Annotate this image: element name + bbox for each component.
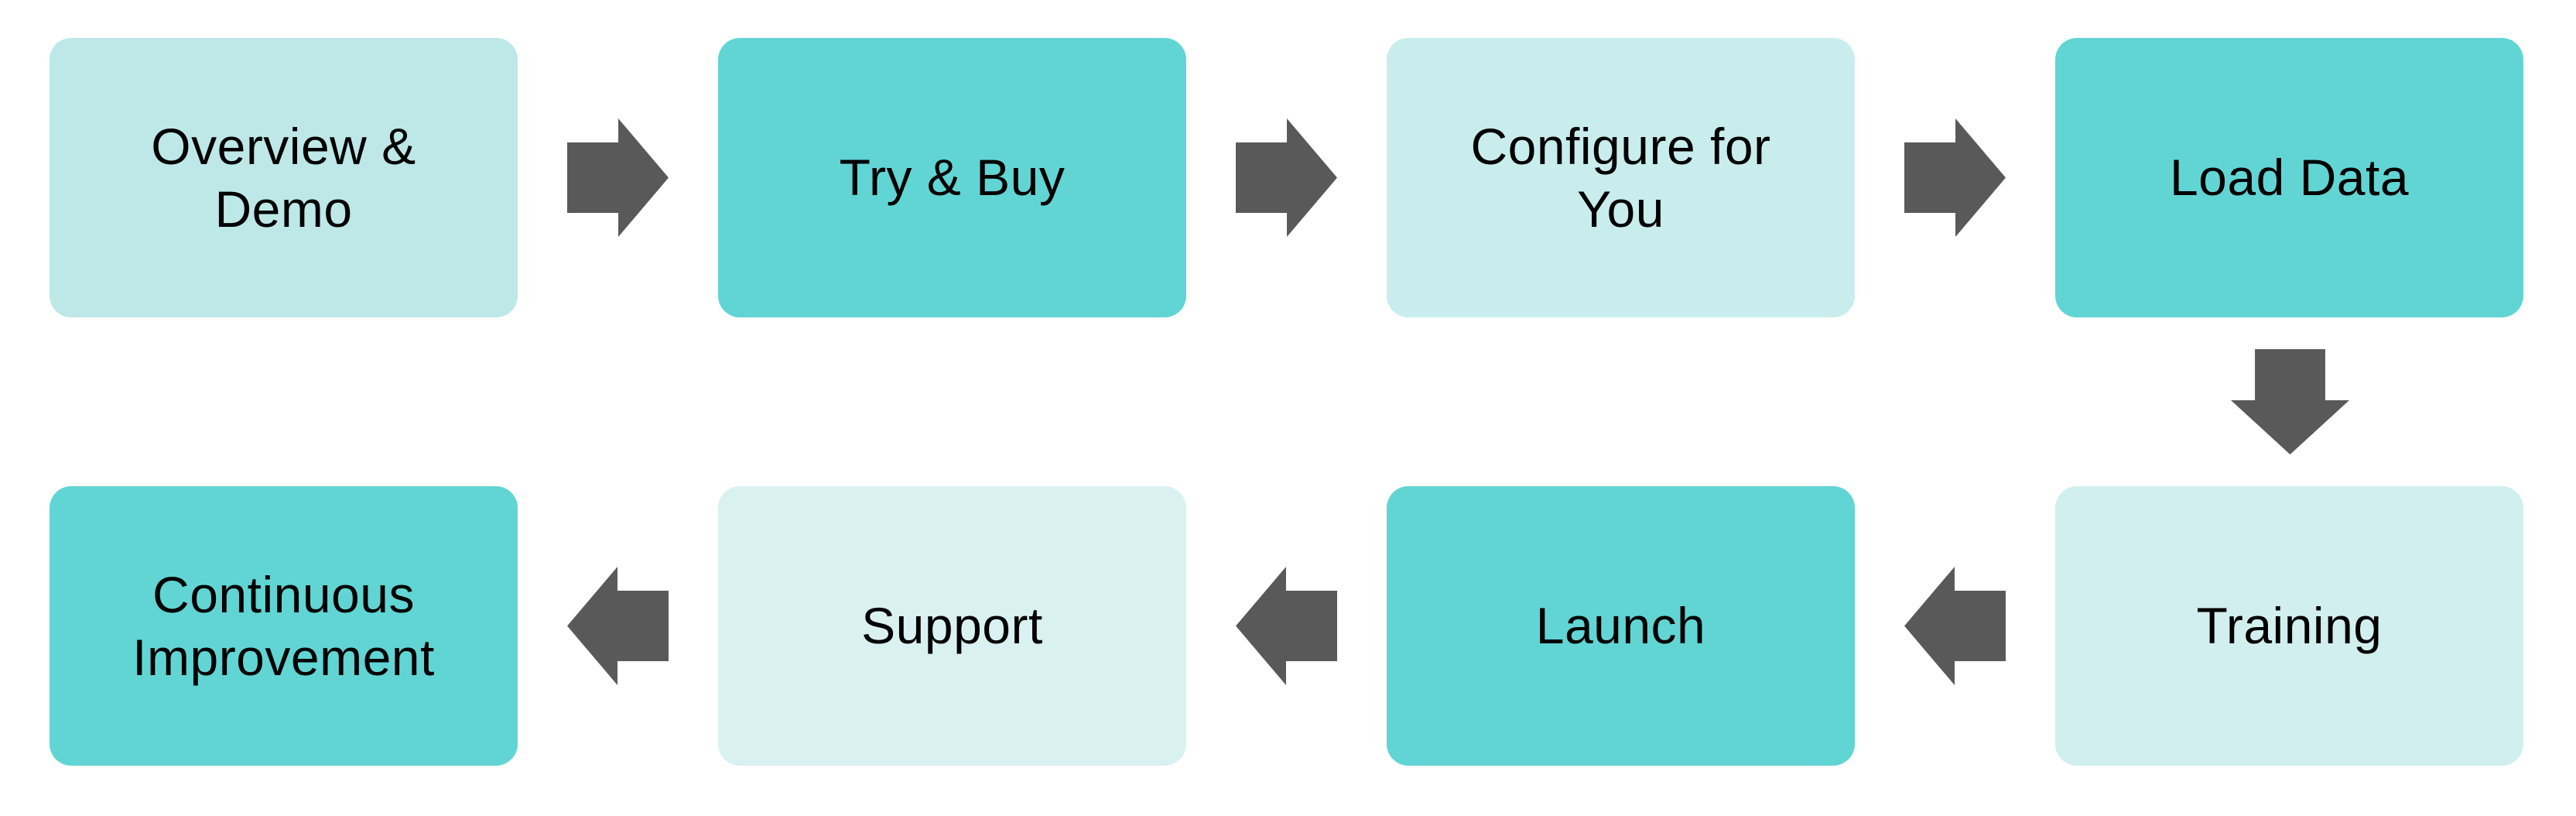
connector-cell-6 <box>1855 486 2055 766</box>
arrow-left-icon <box>1904 567 2006 685</box>
connector-cell-4 <box>518 486 718 766</box>
step-launch-label: Launch <box>1535 597 1706 655</box>
connector-cell-3 <box>1855 38 2055 317</box>
connector-cell-1 <box>518 38 718 317</box>
arrow-right-icon <box>567 118 669 237</box>
arrow-right-icon <box>1904 118 2006 237</box>
step-configure-for-you-label: Configure for You <box>1470 117 1771 238</box>
step-overview-demo-label: Overview & Demo <box>151 117 416 238</box>
step-support-label: Support <box>861 597 1043 655</box>
step-overview-demo: Overview & Demo <box>50 38 518 317</box>
connector-cell-5 <box>1186 486 1387 766</box>
step-try-buy: Try & Buy <box>718 38 1186 317</box>
arrow-left-icon <box>567 567 669 685</box>
step-load-data: Load Data <box>2055 38 2523 317</box>
flow-row-2: Continuous Improvement Support Launch Tr… <box>50 486 2523 766</box>
step-try-buy-label: Try & Buy <box>839 149 1066 207</box>
step-continuous-improvement: Continuous Improvement <box>50 486 518 766</box>
step-launch: Launch <box>1387 486 1855 766</box>
step-support: Support <box>718 486 1186 766</box>
arrow-left-icon <box>1236 567 1337 685</box>
connector-cell-2 <box>1186 38 1387 317</box>
step-training-label: Training <box>2196 597 2383 655</box>
step-configure-for-you: Configure for You <box>1387 38 1855 317</box>
step-load-data-label: Load Data <box>2169 149 2410 207</box>
step-training: Training <box>2055 486 2523 766</box>
connector-cell-down <box>2056 317 2524 486</box>
step-continuous-improvement-label: Continuous Improvement <box>132 565 435 686</box>
flow-row-1: Overview & Demo Try & Buy Configure for … <box>50 38 2523 317</box>
arrow-right-icon <box>1236 118 1337 237</box>
arrow-down-icon <box>2231 349 2349 454</box>
